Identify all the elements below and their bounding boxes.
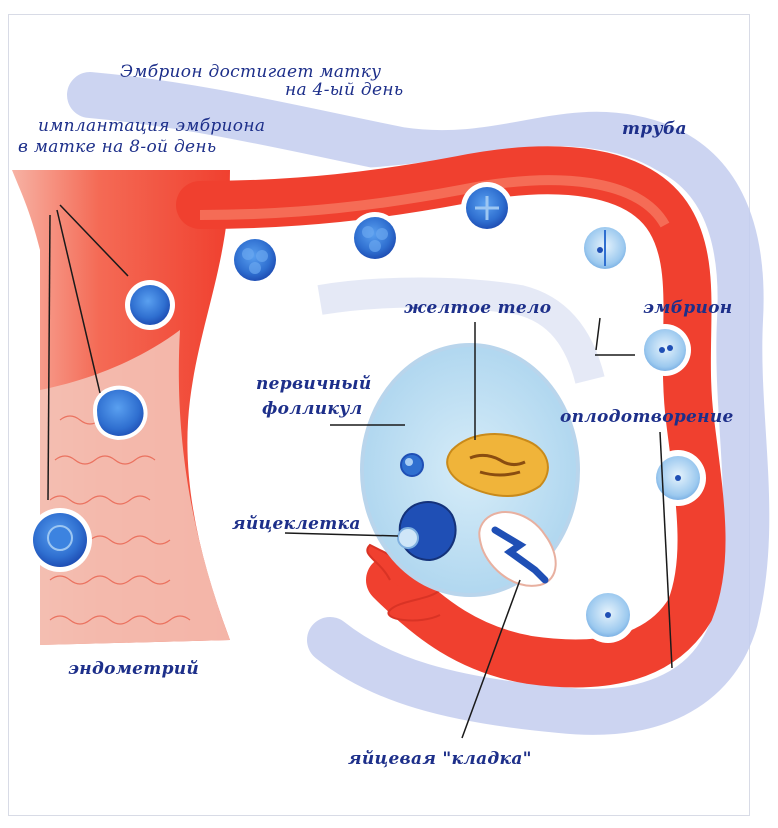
label-primary-follicle-line1: первичный — [256, 374, 372, 394]
corpus-luteum-core — [469, 453, 526, 477]
uterus-embryos — [28, 280, 175, 572]
label-tube: труба — [622, 119, 687, 139]
tube-embryos — [229, 182, 706, 643]
label-corpus-luteum: желтое тело — [404, 298, 552, 318]
endometrium-layer — [40, 330, 230, 645]
label-egg-cell: яйцеклетка — [232, 514, 361, 534]
label-implantation-line2: в матке на 8-ой день — [18, 137, 217, 157]
tube-outer-wall — [67, 72, 770, 735]
corpus-luteum — [446, 433, 549, 497]
leader-lines — [47, 204, 673, 739]
blastocyst-2 — [92, 385, 148, 441]
label-embryo: эмбрион — [643, 298, 733, 318]
label-embryo-reaches-line1: Эмбрион достигает матку — [120, 62, 382, 82]
label-primary-follicle-line2: фолликул — [262, 399, 363, 419]
label-egg-clutch: яйцевая "кладка" — [348, 749, 532, 769]
label-fertilization: оплодотворение — [560, 407, 734, 427]
egg-cell — [397, 527, 419, 549]
label-endometrium: эндометрий — [68, 659, 200, 679]
primary-follicle-nucleus — [405, 458, 413, 466]
fallopian-tube — [176, 146, 726, 688]
ovary-ligament — [317, 277, 605, 384]
label-embryo-reaches-line2: на 4-ый день — [285, 80, 404, 100]
primary-follicle-cell — [400, 453, 424, 477]
ruptured-follicle-core — [491, 526, 549, 584]
fallopian-tube-highlight — [199, 175, 670, 228]
label-implantation-line1: имплантация эмбриона — [38, 116, 266, 136]
